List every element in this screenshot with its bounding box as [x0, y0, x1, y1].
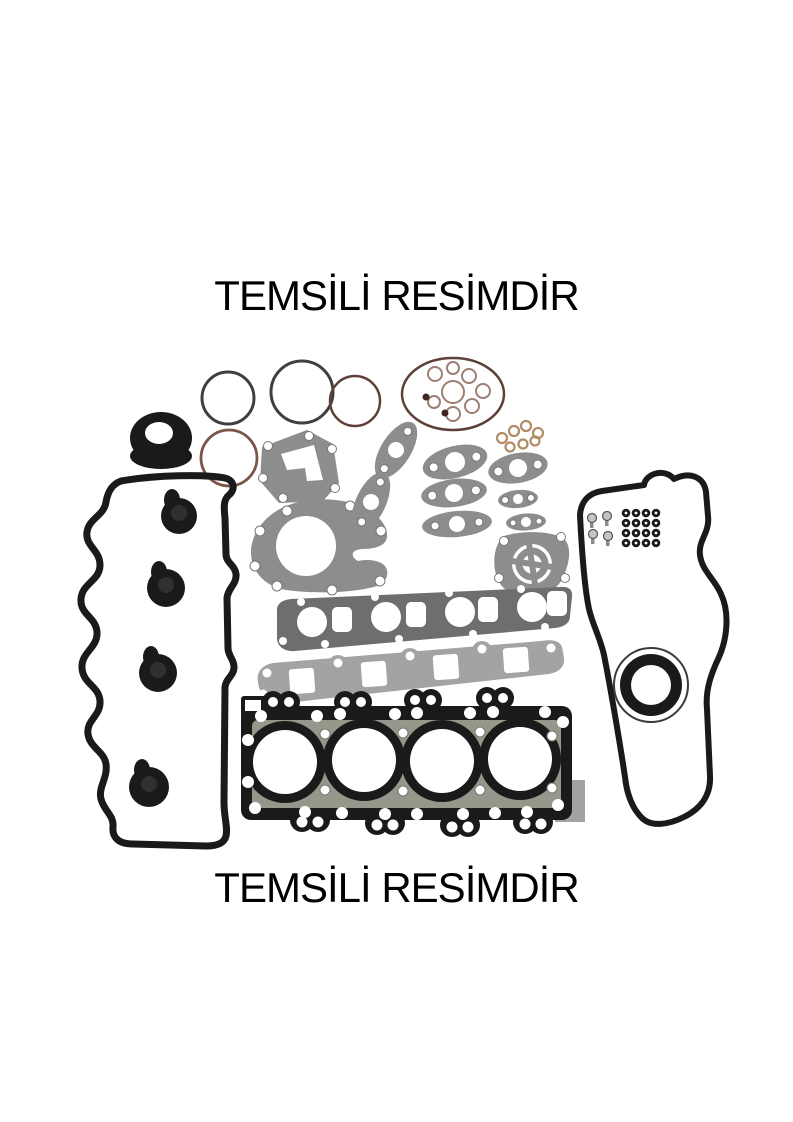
outlet-gaskets — [351, 421, 418, 532]
egr-water-outlet-gaskets — [421, 444, 548, 538]
cylinder-head-gasket — [241, 687, 585, 837]
o-rings — [199, 359, 382, 488]
intake-manifold-gasket — [276, 585, 573, 652]
bottom-caption: TEMSİLİ RESİMDİR — [214, 864, 579, 911]
timing-cover-gasket — [577, 469, 730, 827]
top-caption: TEMSİLİ RESİMDİR — [214, 272, 579, 319]
camshaft-seal — [130, 412, 192, 469]
copper-washers — [495, 419, 545, 453]
product-image — [77, 356, 730, 850]
valve-seal-clips — [586, 510, 614, 546]
injector-oring-cluster — [400, 356, 506, 432]
thermostat-gasket — [258, 430, 340, 503]
valve-stem-seals — [621, 508, 661, 548]
spark-plug-tube-seals — [129, 489, 197, 807]
crankshaft-seal — [613, 647, 689, 723]
exhaust-manifold-gasket — [257, 640, 565, 703]
oil-pump-gasket — [494, 532, 570, 600]
valve-cover-gasket — [77, 472, 240, 850]
